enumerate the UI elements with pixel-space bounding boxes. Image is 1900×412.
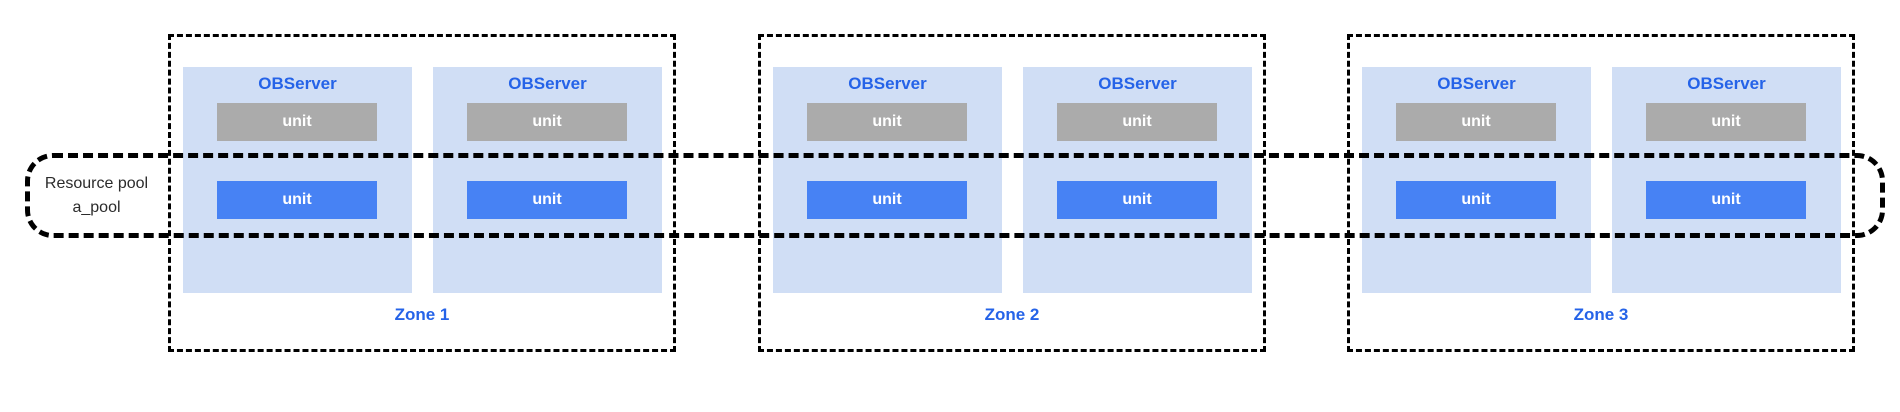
observer-title: OBServer bbox=[848, 74, 927, 93]
unit-box-gray: unit bbox=[1057, 103, 1217, 141]
observer-box: OBServer unit unit bbox=[1023, 67, 1252, 293]
observer-box: OBServer unit unit bbox=[1362, 67, 1591, 293]
zone-2-label: Zone 2 bbox=[984, 305, 1040, 324]
observer-title: OBServer bbox=[1687, 74, 1766, 93]
zone-2-box: OBServer unit unit OBServer unit unit Zo… bbox=[758, 34, 1266, 352]
unit-box-gray: unit bbox=[467, 103, 627, 141]
observer-title: OBServer bbox=[1098, 74, 1177, 93]
unit-box-blue: unit bbox=[217, 181, 377, 219]
zone-1-box: OBServer unit unit OBServer unit unit Zo… bbox=[168, 34, 676, 352]
resource-pool-label: Resource pool a_pool bbox=[25, 153, 168, 238]
unit-box-blue: unit bbox=[807, 181, 967, 219]
observer-box: OBServer unit unit bbox=[1612, 67, 1841, 293]
observer-box: OBServer unit unit bbox=[183, 67, 412, 293]
unit-box-gray: unit bbox=[217, 103, 377, 141]
unit-box-blue: unit bbox=[467, 181, 627, 219]
unit-box-gray: unit bbox=[807, 103, 967, 141]
unit-box-blue: unit bbox=[1396, 181, 1556, 219]
zone-3-label: Zone 3 bbox=[1573, 305, 1629, 324]
observer-box: OBServer unit unit bbox=[773, 67, 1002, 293]
observer-title: OBServer bbox=[258, 74, 337, 93]
unit-box-gray: unit bbox=[1396, 103, 1556, 141]
unit-box-gray: unit bbox=[1646, 103, 1806, 141]
observer-title: OBServer bbox=[1437, 74, 1516, 93]
resource-pool-label-line2: a_pool bbox=[72, 198, 121, 216]
observer-box: OBServer unit unit bbox=[433, 67, 662, 293]
zone-3-box: OBServer unit unit OBServer unit unit Zo… bbox=[1347, 34, 1855, 352]
observer-title: OBServer bbox=[508, 74, 587, 93]
unit-box-blue: unit bbox=[1057, 181, 1217, 219]
zone-1-label: Zone 1 bbox=[394, 305, 450, 324]
unit-box-blue: unit bbox=[1646, 181, 1806, 219]
resource-pool-label-line1: Resource pool bbox=[44, 174, 149, 192]
